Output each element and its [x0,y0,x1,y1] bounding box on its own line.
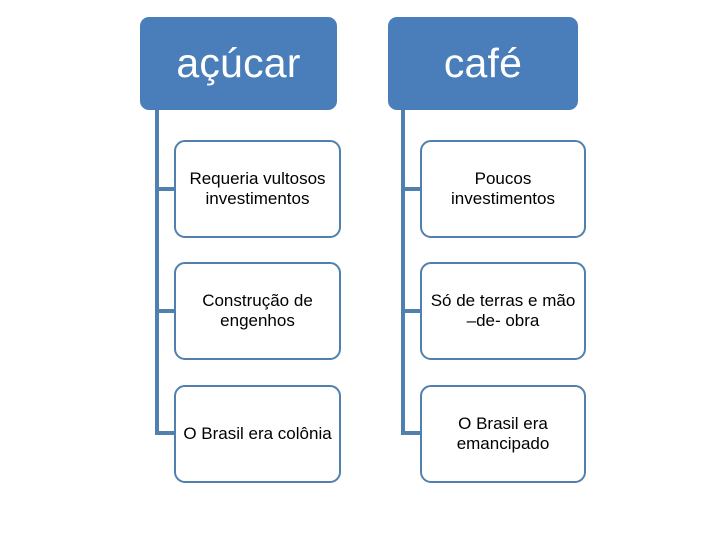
header-label-cafe: café [443,40,523,86]
leaf-box-c1-r3[interactable]: O Brasil era colônia [174,385,341,483]
connector-stem-column-1 [155,110,159,435]
leaf-label-c2-r1: Poucos investimentos [451,169,555,208]
leaf-label-c2-r2: Só de terras e mão –de- obra [430,291,576,330]
leaf-box-c1-r1[interactable]: Requeria vultosos investimentos [174,140,341,238]
header-label-acucar: açúcar [176,40,301,86]
header-box-cafe[interactable]: café [388,17,578,110]
header-box-acucar[interactable]: açúcar [140,17,337,110]
leaf-label-c1-r2: Construção de engenhos [202,291,313,330]
leaf-box-c2-r2[interactable]: Só de terras e mão –de- obra [420,262,586,360]
connector-elbow-c2-r3 [401,431,425,435]
leaf-box-c1-r2[interactable]: Construção de engenhos [174,262,341,360]
connector-elbow-c2-r2 [401,309,425,313]
connector-elbow-c2-r1 [401,187,425,191]
leaf-label-c1-r1: Requeria vultosos investimentos [189,169,326,208]
leaf-box-c2-r3[interactable]: O Brasil era emancipado [420,385,586,483]
leaf-label-c1-r3: O Brasil era colônia [183,424,332,444]
connector-stem-column-2 [401,110,405,435]
leaf-box-c2-r1[interactable]: Poucos investimentos [420,140,586,238]
leaf-label-c2-r3: O Brasil era emancipado [456,414,550,453]
connector-elbow-c1-r2 [155,309,179,313]
connector-elbow-c1-r3 [155,431,179,435]
connector-elbow-c1-r1 [155,187,179,191]
